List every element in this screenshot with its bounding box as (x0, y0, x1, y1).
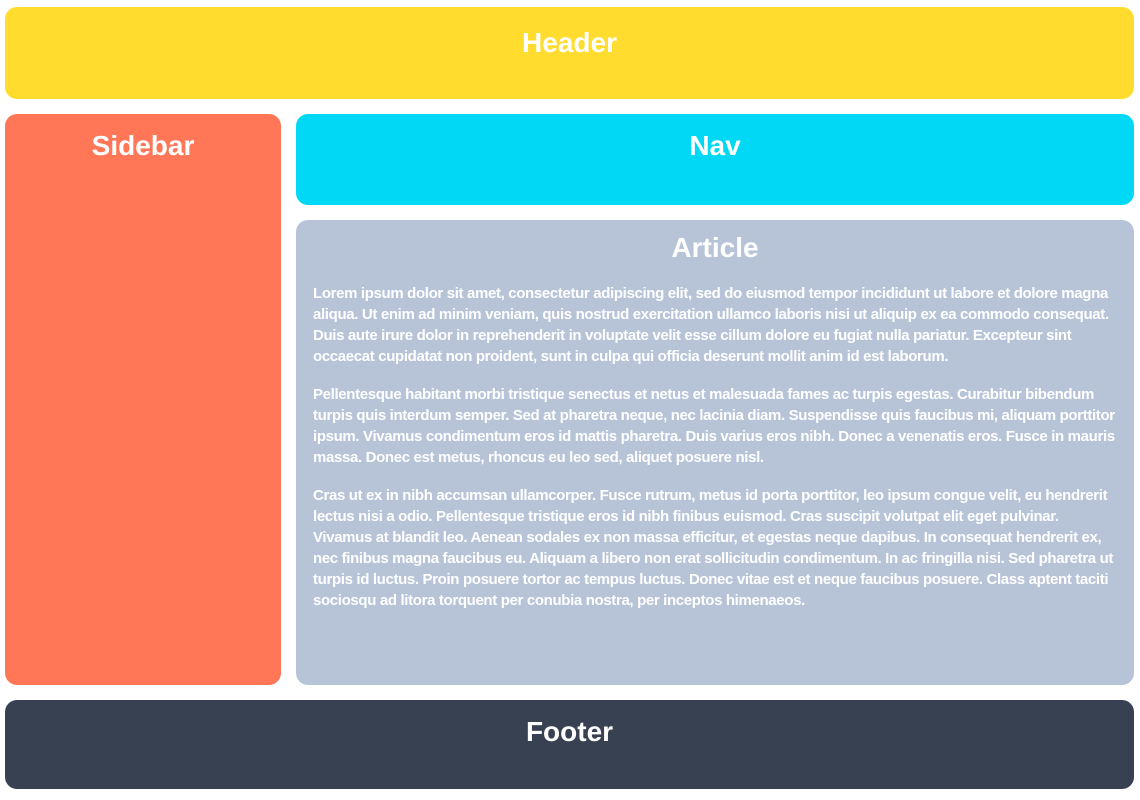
header-title: Header (522, 27, 617, 58)
sidebar: Sidebar (5, 114, 281, 685)
footer: Footer (5, 700, 1134, 789)
nav-title: Nav (689, 130, 741, 161)
article-paragraph: Pellentesque habitant morbi tristique se… (313, 386, 1115, 466)
article: Article Lorem ipsum dolor sit amet, cons… (296, 220, 1134, 685)
article-body: Lorem ipsum dolor sit amet, consectetur … (296, 283, 1134, 625)
nav: Nav (296, 114, 1134, 205)
article-paragraph: Cras ut ex in nibh accumsan ullamcorper.… (313, 487, 1114, 609)
header: Header (5, 7, 1134, 99)
footer-title: Footer (525, 716, 614, 747)
article-title: Article (671, 232, 759, 263)
sidebar-title: Sidebar (91, 130, 195, 161)
article-paragraph: Lorem ipsum dolor sit amet, consectetur … (313, 285, 1109, 365)
